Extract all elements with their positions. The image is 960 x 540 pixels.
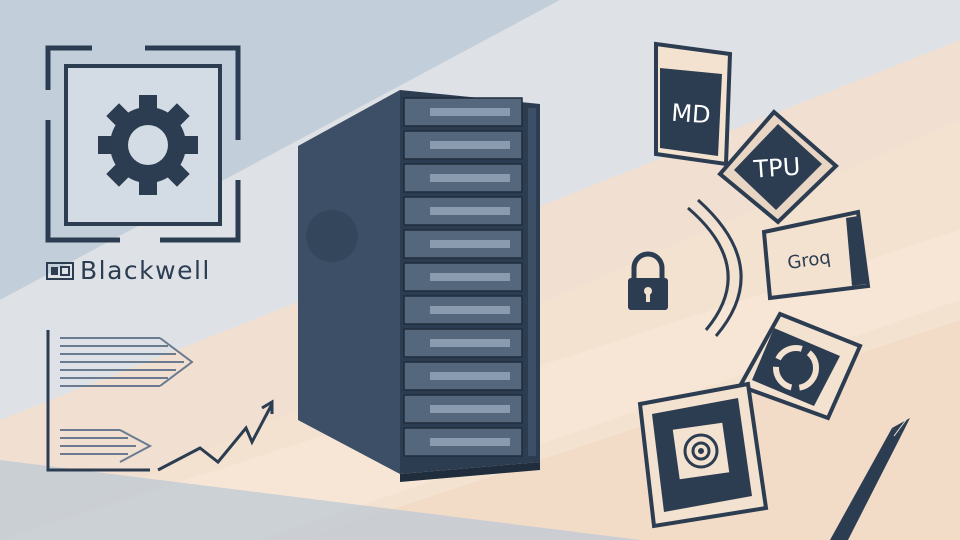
fountain-pen-icon: [830, 418, 910, 540]
brand-name: Blackwell: [80, 256, 211, 285]
document-chart: [46, 330, 194, 472]
chip-tpu: TPU: [732, 137, 822, 199]
gear-icon: [98, 95, 198, 195]
trend-arrow-icon: [157, 399, 274, 472]
signal-arc: [687, 206, 730, 331]
target-chip-icon: [637, 381, 769, 529]
swirl-chip-icon: [737, 311, 863, 421]
server-rack-icon: [298, 90, 540, 482]
brand: Blackwell: [46, 256, 211, 285]
chip-tpu-label: TPU: [752, 152, 802, 184]
chip-md: MD: [658, 82, 724, 146]
padlock-icon: [628, 251, 668, 310]
chip-logo-icon: [46, 261, 74, 280]
chip-tpu-shape: [717, 109, 839, 225]
chip-groq-shape: [761, 209, 871, 301]
chip-md-label: MD: [670, 98, 712, 130]
chip-groq-label: Groq: [786, 246, 832, 274]
chip-md-shape: [654, 41, 733, 167]
